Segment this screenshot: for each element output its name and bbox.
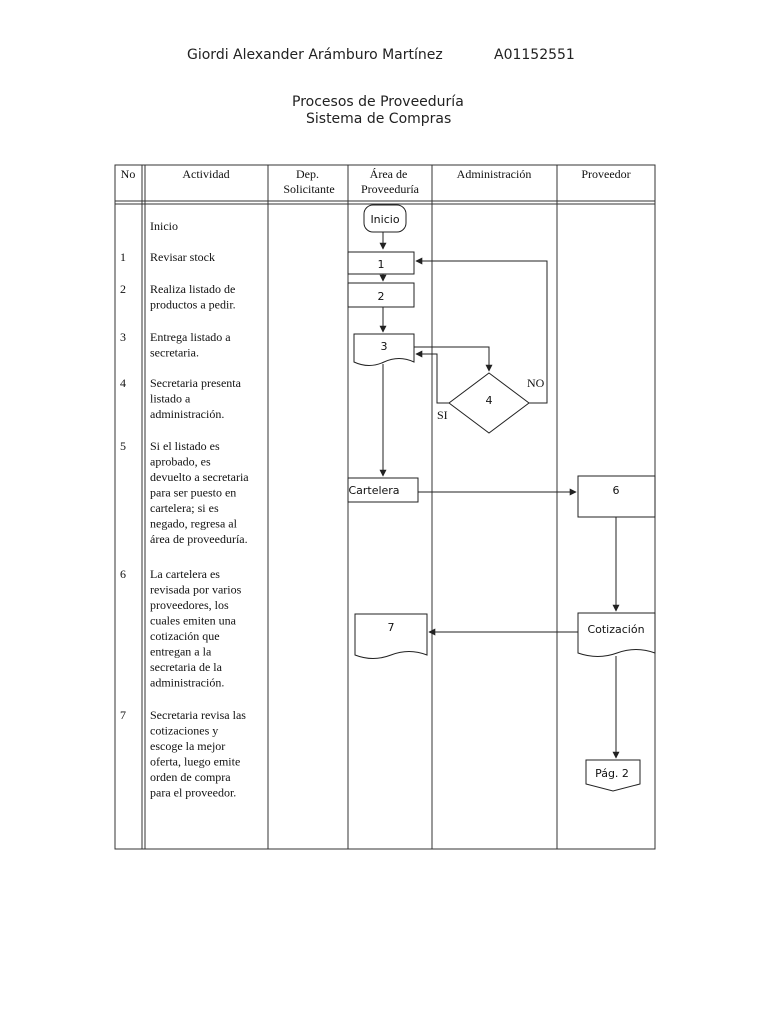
student-id: A01152551 [494, 47, 575, 63]
col-header-actividad: Actividad [182, 167, 229, 181]
col-header-administracion: Administración [457, 167, 532, 181]
col-header-proveedor: Proveedor [581, 167, 630, 181]
offpage-connector [585, 759, 641, 792]
author-name: Giordi Alexander Arámburo Martínez [187, 47, 443, 63]
activity-text: La cartelera es revisada por varios prov… [150, 567, 244, 690]
activity-text: Revisar stock [150, 250, 215, 264]
step-6-label: 6 [613, 484, 620, 497]
activity-text: Inicio [150, 219, 178, 233]
board-node [347, 477, 419, 503]
table-grid [114, 164, 656, 850]
next-page-label: Pág. 2 [595, 767, 629, 780]
decision-node [448, 372, 530, 434]
process-step-2 [347, 282, 415, 308]
col-header-no: No [121, 167, 136, 181]
row-number: 2 [120, 282, 126, 296]
column-headers: No Actividad Dep. Solicitante Área de Pr… [121, 167, 631, 196]
activity-text: Entrega listado a secretaria. [150, 330, 234, 360]
document-step-7 [354, 613, 428, 659]
document-subtitle: Sistema de Compras [306, 111, 452, 127]
document-title: Procesos de Proveeduría [292, 94, 464, 110]
activity-descriptions: Inicio Revisar stock Realiza listado de … [150, 219, 252, 800]
process-step-6 [577, 475, 656, 518]
step-2-label: 2 [378, 290, 385, 303]
row-numbers: 1 2 3 4 5 6 7 [120, 250, 126, 722]
no-branch-label: NO [527, 376, 545, 390]
col-header-area-proveeduria: Área de Proveeduría [361, 167, 420, 196]
decision-label: 4 [486, 394, 493, 407]
flow-connectors [379, 232, 620, 759]
process-step-1 [347, 251, 415, 275]
activity-text: Si el listado es aprobado, es devuelto a… [150, 439, 252, 546]
step-1-label: 1 [378, 258, 385, 271]
row-number: 7 [120, 708, 126, 722]
step-3-label: 3 [381, 340, 388, 353]
activity-text: Secretaria revisa las cotizaciones y esc… [150, 708, 249, 800]
start-label: Inicio [370, 213, 399, 226]
board-label: Cartelera [348, 484, 399, 497]
document-step-3 [353, 333, 415, 366]
row-number: 4 [120, 376, 126, 390]
document-quote [577, 612, 656, 657]
step-7-label: 7 [388, 621, 395, 634]
col-header-dep-solicitante: Dep. Solicitante [283, 167, 334, 196]
activity-text: Secretaria presenta listado a administra… [150, 376, 244, 421]
row-number: 1 [120, 250, 126, 264]
row-number: 6 [120, 567, 126, 581]
row-number: 5 [120, 439, 126, 453]
row-number: 3 [120, 330, 126, 344]
start-node [363, 204, 407, 233]
activity-text: Realiza listado de productos a pedir. [150, 282, 238, 312]
quote-label: Cotización [587, 623, 644, 636]
yes-branch-label: SI [437, 408, 448, 422]
